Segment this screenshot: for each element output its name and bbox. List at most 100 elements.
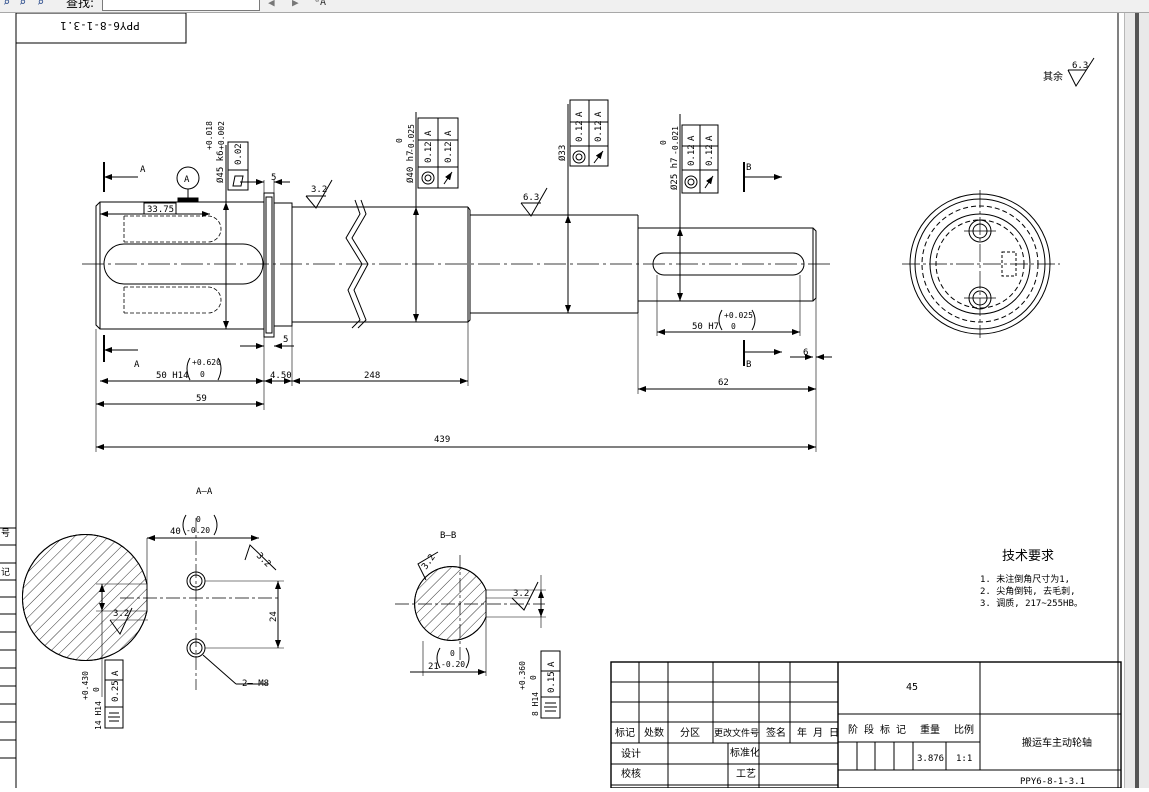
dimension-248: 248 [292,371,468,384]
extension-lines [95,180,817,452]
svg-text:62: 62 [718,378,729,388]
roughness-other-symbol [1067,57,1095,88]
dimension-5-bottom: 5 [240,335,294,349]
svg-text:Ø40 h7: Ø40 h7 [405,150,416,183]
dimension-5-top: 5 [240,173,290,185]
svg-text:-0.20: -0.20 [186,526,210,535]
diameter-45-k6: Ø45 k6 +0.018 +0.002 [205,121,229,329]
svg-text:A: A [184,175,190,185]
svg-text:0: 0 [200,370,205,379]
section-marker-A-bottom: A [103,335,140,370]
left-edge-table: 号 记 [0,527,16,759]
svg-text:0: 0 [450,649,455,658]
match-case-icon[interactable]: ᵃA [314,0,327,8]
drawing-sheet: PPY6-8-1-3.1 号 记 其余 6.3 [0,12,1124,789]
svg-text:更改文件号: 更改文件号 [714,727,759,739]
svg-text:标记: 标记 [615,727,635,739]
roughness-3-2: 3.2 [305,179,333,209]
svg-text:标准化: 标准化 [730,746,760,759]
gdt-frame-40: A A 0.12 0.12 [417,117,459,189]
svg-text:A: A [575,111,585,117]
svg-text:439: 439 [434,435,450,445]
right-scroll-gutter[interactable] [1124,13,1149,788]
section-marker-A-top: A [103,162,146,192]
svg-text:59: 59 [196,394,207,404]
svg-text:0.12: 0.12 [687,144,697,166]
svg-text:5: 5 [283,335,288,345]
svg-text:A: A [547,661,557,667]
svg-text:50 H7: 50 H7 [692,322,719,332]
svg-text:A: A [705,135,715,141]
dimension-6: 6 [790,348,832,360]
svg-text:21: 21 [428,662,439,672]
svg-text:3.2: 3.2 [311,185,327,195]
datum-A-bubble: A [176,166,200,202]
zoom-out-icon[interactable]: ⌕ [19,0,27,9]
svg-text:3.2: 3.2 [254,551,273,570]
material: 45 [906,682,918,693]
svg-text:A: A [140,165,146,175]
svg-text:40: 40 [170,527,181,537]
rotated-code: PPY6-8-1-3.1 [60,19,139,32]
svg-text:Ø33: Ø33 [557,145,568,161]
svg-text:处数: 处数 [644,726,664,739]
svg-text:0.25: 0.25 [111,680,121,702]
main-shaft-view [82,192,832,338]
svg-text:0.12: 0.12 [594,120,604,142]
scale-value: 1:1 [956,754,972,764]
svg-text:50 H14: 50 H14 [156,371,189,381]
diameter-25-h7: Ø25 h7 0 -0.021 [659,114,683,301]
svg-text:A—A: A—A [196,487,213,497]
svg-text:0: 0 [196,515,201,524]
svg-text:+0.002: +0.002 [217,121,226,150]
dimension-4-50: 4.50 [264,371,292,384]
svg-text:5: 5 [271,173,276,183]
svg-text:24: 24 [269,611,279,622]
find-input[interactable] [102,0,260,11]
svg-text:-0.021: -0.021 [671,126,680,155]
end-view [902,190,1060,338]
svg-text:0: 0 [731,322,736,331]
svg-text:0: 0 [659,140,668,145]
svg-text:248: 248 [364,371,380,381]
svg-text:设计: 设计 [621,747,641,760]
rotated-code-box [15,12,187,44]
title-block: 45 标记 处数 分区 更改文件号 签名 年 月 日 阶 段 标 记 重量 比例… [610,661,1122,789]
zoom-in-icon[interactable]: ⌕ [3,0,11,9]
left-edge-glyph-1: 号 [1,528,10,539]
technical-requirements: 技术要求 1. 未注倒角尺寸为1, 2. 尖角倒钝, 去毛刺, 3. 调质, 2… [980,549,1083,609]
svg-text:A: A [444,130,454,136]
svg-text:A: A [594,111,604,117]
section-marker-B-bottom: B [743,340,782,370]
svg-text:0.12: 0.12 [424,141,434,163]
find-label: 查找: [66,0,95,10]
svg-text:分区: 分区 [680,727,700,739]
dimension-62: 62 [638,378,816,392]
tech-req-item: 1. 未注倒角尺寸为1, [980,573,1070,585]
svg-text:0.12: 0.12 [575,120,585,142]
svg-text:A: A [687,135,697,141]
svg-text:Ø25 h7: Ø25 h7 [669,157,680,190]
dimension-50-h7: 50 H7 +0.025 0 [657,309,800,335]
tech-req-title: 技术要求 [1002,549,1054,564]
svg-text:3.2: 3.2 [113,609,129,619]
svg-text:阶 段 标 记: 阶 段 标 记 [848,723,906,736]
dimension-50-h14: 50 H14 +0.620 0 [100,357,264,384]
roughness-other-value: 6.3 [1072,61,1088,71]
svg-text:0.12: 0.12 [705,144,715,166]
section-marker-B-top: B [743,162,782,192]
svg-text:比例: 比例 [954,723,974,736]
svg-text:8 H14: 8 H14 [531,692,540,716]
diameter-40-h7: Ø40 h7 0 -0.025 [395,112,419,322]
svg-text:0.02: 0.02 [234,143,244,165]
prev-icon[interactable]: ◀ [268,0,275,9]
section-BB: B—B 3.2 3.2 21 0 -0.20 8 H14 +0.360 0 [395,531,561,719]
roughness-other-label: 其余 [1043,70,1063,83]
zoom-icon[interactable]: ⌕ [37,0,45,9]
next-icon[interactable]: ▶ [292,0,299,9]
gdt-frame-33: A A 0.12 0.12 [569,99,609,167]
svg-text:33.75: 33.75 [147,205,174,215]
weight-value: 3.876 [917,754,944,764]
svg-text:-0.20: -0.20 [441,660,465,669]
svg-text:4.50: 4.50 [270,371,292,381]
